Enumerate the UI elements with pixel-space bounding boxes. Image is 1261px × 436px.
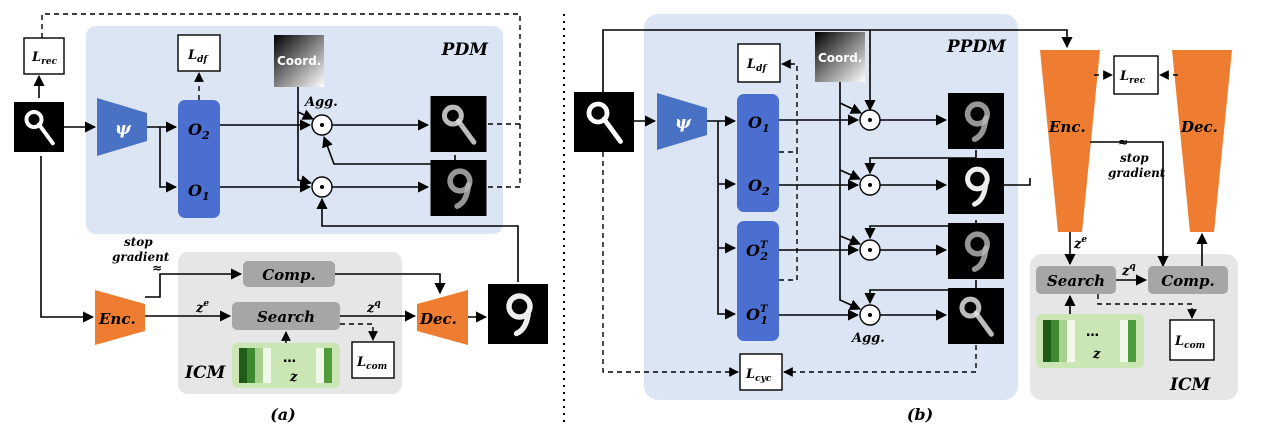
encoder-a: [95, 290, 145, 345]
dec-label-b: Dec.: [1180, 118, 1218, 136]
l-rec-label-b: Lrec: [1119, 69, 1146, 86]
zq-label-a: zq: [366, 299, 381, 316]
enc-label-a: Enc.: [98, 310, 136, 328]
feature-stack-transpose: [737, 221, 779, 341]
l-df-box-b: [737, 43, 781, 83]
psi-label-b: ψ: [675, 113, 692, 133]
zq-label-b: zq: [1121, 262, 1136, 279]
psi-label: ψ: [115, 119, 132, 139]
l-cyc-box: [739, 353, 783, 391]
o2-label-b: O2: [748, 176, 770, 198]
l-com-box-a: [351, 341, 395, 379]
comp-box-a: [243, 261, 335, 287]
search-box-b: [1036, 266, 1116, 294]
search-label-b: Search: [1047, 272, 1105, 290]
search-box-a: [232, 302, 340, 330]
l-com-label-a: Lcom: [356, 355, 387, 372]
ze-label-b: ze: [1073, 235, 1087, 252]
stop-gradient-text-b1: stop: [1120, 151, 1149, 165]
ze-label-a: ze: [195, 299, 209, 316]
stop-gradient-text-a1: stop: [124, 235, 153, 249]
l-rec-box-b: [1113, 55, 1159, 95]
l-df-label-b: Ldf: [746, 57, 768, 74]
input-digit-image-b: [574, 92, 634, 152]
svg-text:≈: ≈: [152, 261, 162, 275]
codebook-z-b: z: [1092, 347, 1101, 362]
ppdm-output-2: [948, 158, 1004, 214]
comp-label-b: Comp.: [1161, 272, 1215, 290]
encoder-b: [1040, 50, 1100, 232]
pdm-title: PDM: [441, 40, 490, 60]
ppdm-output-3: [948, 223, 1004, 279]
comp-label-a: Comp.: [262, 266, 316, 284]
coord-grid-image: [274, 35, 324, 87]
stop-gradient-text-a2: gradient: [112, 250, 170, 264]
svg-text:≈: ≈: [1118, 135, 1128, 149]
pdm-output-hook: [431, 96, 487, 152]
panel-a: PDM ICM Lrec ψ O2 O1 Ldf Coord. Agg.: [14, 13, 548, 424]
input-digit-image: [14, 102, 64, 152]
icm-title-b: ICM: [1169, 375, 1211, 395]
l-cyc-label: Lcyc: [745, 367, 772, 384]
decoder-a: [417, 290, 468, 345]
agg-label-a: Agg.: [303, 95, 338, 110]
l-rec-label: Lrec: [31, 50, 58, 67]
decoder-output-nine: [488, 284, 548, 344]
codebook-dots-b: …: [1086, 325, 1099, 340]
enc-label-b: Enc.: [1048, 118, 1086, 136]
coord-label-a: Coord.: [277, 54, 321, 68]
feature-stack-forward: [737, 94, 779, 212]
codebook-dots-a: …: [283, 351, 296, 366]
l-rec-box: [23, 37, 65, 75]
coord-label-b: Coord.: [818, 51, 862, 65]
decoder-b: [1172, 50, 1232, 232]
ppdm-output-1: [948, 93, 1004, 149]
o1-label: O1: [188, 181, 210, 203]
l-com-label-b: Lcom: [1174, 334, 1205, 351]
agg-nodes-b: [859, 109, 881, 326]
caption-b: (b): [907, 405, 933, 424]
feature-map-stack: [178, 100, 220, 218]
ppdm-title: PPDM: [946, 37, 1007, 57]
coord-grid-image-b: [815, 32, 865, 82]
stop-gradient-text-b2: gradient: [1108, 166, 1166, 180]
l-com-box-b: [1169, 319, 1215, 361]
psi-network-b: [657, 93, 707, 150]
search-label-a: Search: [257, 308, 315, 326]
o1-label-b: O1: [748, 113, 770, 135]
icm-title-a: ICM: [184, 363, 226, 383]
psi-network: [97, 98, 147, 156]
dec-label-a: Dec.: [419, 310, 457, 328]
l-df-label: Ldf: [187, 48, 209, 65]
ppdm-output-4: [948, 288, 1004, 344]
comp-box-b: [1148, 266, 1228, 294]
o2-label: O2: [188, 120, 210, 142]
caption-a: (a): [270, 405, 296, 424]
pdm-output-nine: [431, 160, 487, 216]
codebook-z-a: z: [289, 370, 298, 385]
l-df-box: [177, 34, 221, 72]
agg-label-b: Agg.: [850, 331, 885, 346]
